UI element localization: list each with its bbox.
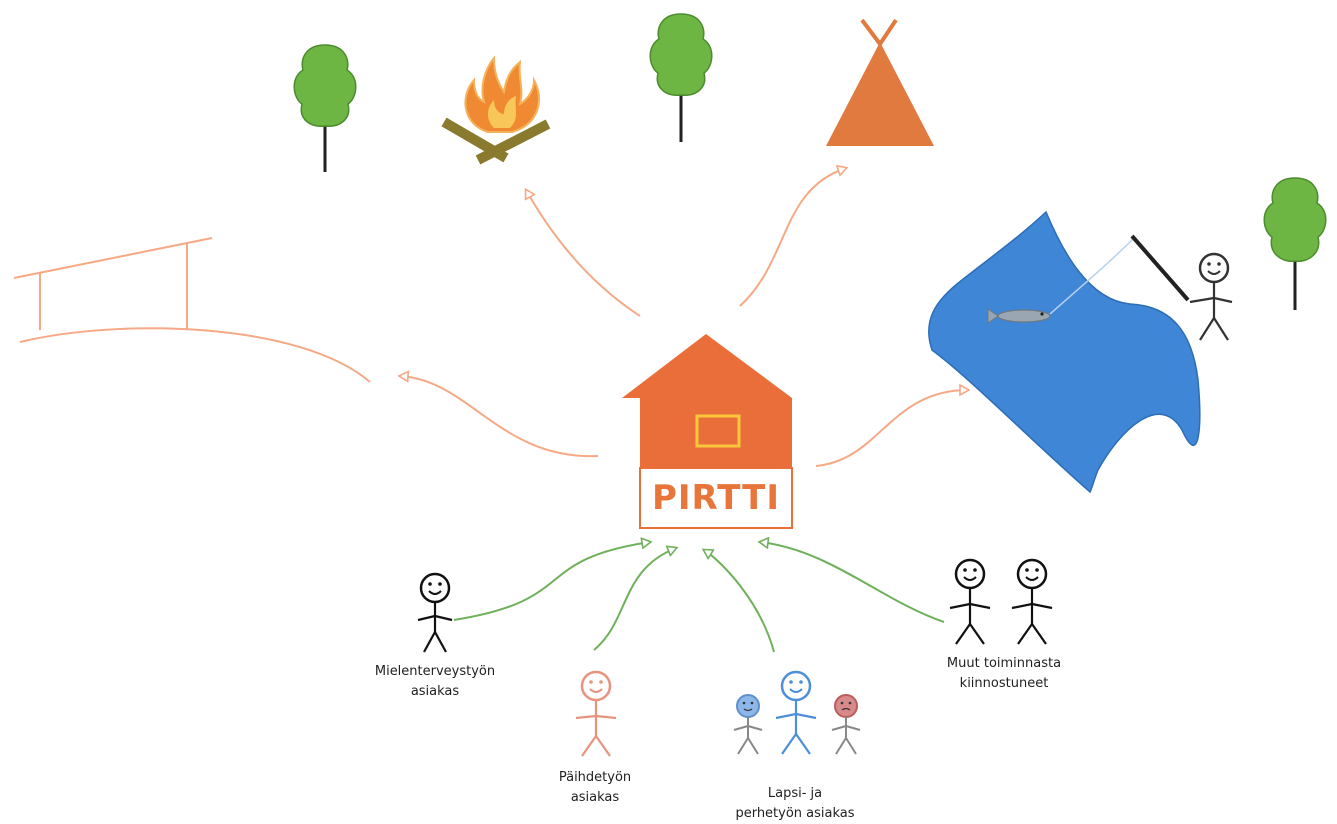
child-family-clients-figure — [733, 670, 861, 755]
substance-abuse-client-figure — [575, 670, 617, 757]
incoming-arrows — [453, 542, 945, 653]
label-line: Lapsi- ja — [767, 786, 823, 801]
label-line: Mielenterveystyön — [374, 664, 496, 679]
label-line: perhetyön asiakas — [735, 806, 855, 821]
house-label: PIRTTI — [651, 478, 781, 518]
label-line: kiinnostuneet — [959, 676, 1049, 691]
label-line: asiakas — [570, 790, 620, 805]
lake-fishing-icon — [928, 210, 1233, 494]
skiing-slope-icon — [13, 237, 371, 383]
tree-icon — [1263, 177, 1327, 310]
child-family-client-label: Lapsi- ja perhetyön asiakas — [710, 784, 880, 824]
campfire-icon — [441, 55, 551, 165]
tree-icon — [649, 13, 713, 142]
mental-health-client-label: Mielenterveystyön asiakas — [352, 662, 518, 702]
outgoing-arrows — [400, 168, 968, 467]
label-line: Muut toiminnasta — [946, 656, 1062, 671]
substance-abuse-client-label: Päihdetyön asiakas — [530, 768, 660, 808]
mental-health-client-figure — [417, 572, 453, 653]
house-pirtti — [622, 334, 793, 529]
label-line: asiakas — [410, 684, 460, 699]
others-interested-label: Muut toiminnasta kiinnostuneet — [922, 654, 1086, 694]
label-line: Päihdetyön — [558, 770, 632, 785]
tent-icon — [826, 18, 934, 146]
tree-icon — [293, 44, 357, 172]
others-interested-figures — [949, 558, 1053, 645]
